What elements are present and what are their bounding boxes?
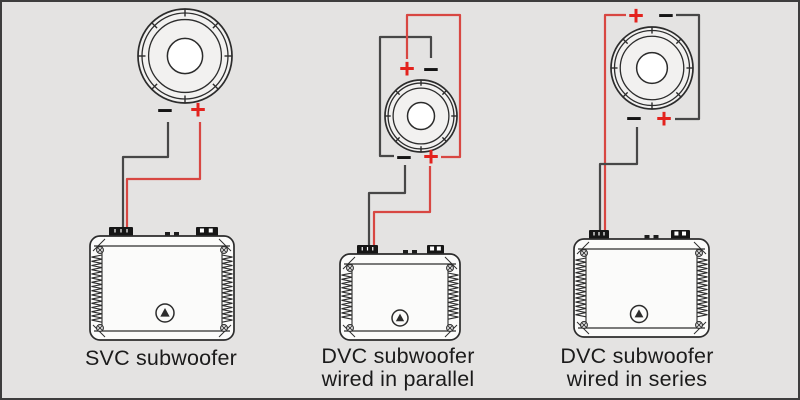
terminal-slot (208, 228, 213, 233)
corner-cap-seam (342, 256, 356, 270)
amp-logo-icon (391, 309, 409, 327)
dvc-parallel-top-negative-sign: − (423, 54, 439, 85)
parallel-wire-negative (367, 165, 407, 251)
dvc-series-subwoofer-speaker (610, 26, 694, 110)
top-panel-jack (412, 250, 417, 254)
speaker-mount-screw-tick (395, 90, 401, 96)
caption-dvc-parallel: DVC subwoofer wired in parallel (278, 345, 518, 390)
series-wire-negative (598, 127, 639, 235)
speaker-dust-cap (166, 37, 204, 75)
top-panel-jack (403, 250, 408, 254)
amp-logo-triangle (634, 309, 644, 318)
screw-slot (581, 322, 587, 328)
dvc-parallel-bottom-negative-sign: − (396, 142, 412, 173)
top-panel-jack (644, 235, 650, 239)
corner-cap-seam (693, 241, 707, 255)
caption-line: SVC subwoofer (85, 346, 237, 370)
svc-subwoofer-speaker (137, 8, 233, 104)
svc-wire-negative (121, 122, 170, 233)
speaker-mount-screw-tick (151, 83, 158, 90)
speaker-mount-screw-tick (622, 38, 629, 45)
heatsink-fins-left (341, 272, 353, 320)
screw-slot (447, 265, 453, 271)
corner-cap-seam (218, 238, 232, 252)
dvc-series-amplifier (573, 230, 710, 338)
amp-logo-triangle (160, 308, 170, 317)
amp-chassis (339, 253, 461, 341)
screw-slot (347, 265, 353, 271)
corner-cap-seam (444, 256, 458, 270)
terminal-slot (199, 228, 204, 233)
speaker-mount-screw-tick (675, 91, 682, 98)
screw-slot (447, 325, 453, 331)
terminal-slot (430, 246, 435, 251)
svc-amplifier (89, 227, 235, 341)
terminal-slot (682, 231, 687, 236)
screw-slot (347, 325, 353, 331)
caption-line: wired in series (566, 366, 708, 391)
dvc-series-top-positive-sign: + (628, 0, 644, 31)
dvc-series-top-negative-sign: − (658, 0, 674, 31)
dvc-series-bottom-positive-sign: + (656, 103, 672, 134)
speaker-dust-cap (406, 101, 436, 131)
dvc-series-bottom-negative-sign: − (626, 103, 642, 134)
speaker-mount-screw-tick (151, 22, 158, 29)
caption-line: DVC subwoofer (321, 344, 475, 368)
caption-svc-subwoofer: SVC subwoofer (41, 347, 281, 370)
amp-logo-icon (155, 303, 175, 323)
corner-cap-seam (92, 238, 106, 252)
screw-slot (97, 325, 103, 331)
speaker-surround (147, 18, 223, 94)
dvc-parallel-amplifier (339, 245, 461, 341)
speaker-mount-screw-tick (395, 136, 401, 142)
caption-line: wired in parallel (321, 366, 475, 391)
parallel-jumper-negative (378, 35, 433, 158)
screw-slot (696, 322, 702, 328)
svc-wire-positive (125, 122, 202, 233)
parallel-wire-positive (372, 166, 432, 251)
amp-logo-triangle (395, 313, 405, 322)
terminal-slot (674, 231, 679, 236)
series-jumper-negative (675, 13, 701, 121)
speaker-surround (392, 87, 450, 145)
caption-dvc-series: DVC subwoofer wired in series (517, 345, 757, 390)
dvc-parallel-top-positive-sign: + (399, 53, 415, 84)
series-wire-positive (603, 13, 626, 235)
corner-cap-seam (576, 241, 590, 255)
top-panel-jack (653, 235, 659, 239)
speaker-mount-screw-tick (441, 90, 447, 96)
svc-negative-terminal-sign: − (157, 95, 173, 126)
speaker-dust-cap (635, 51, 669, 85)
dvc-parallel-bottom-positive-sign: + (423, 141, 439, 172)
screw-slot (221, 325, 227, 331)
amp-logo-icon (629, 304, 649, 324)
speaker-mount-screw-tick (622, 91, 629, 98)
dvc-parallel-subwoofer-speaker (384, 79, 458, 153)
screw-slot (221, 247, 227, 253)
speaker-mount-screw-tick (212, 83, 219, 90)
caption-line: DVC subwoofer (560, 344, 714, 368)
screw-slot (696, 250, 702, 256)
screw-slot (97, 247, 103, 253)
amp-chassis (573, 238, 710, 338)
speaker-mount-screw-tick (441, 136, 447, 142)
terminal-slot (436, 246, 441, 251)
speaker-mount-screw-tick (212, 22, 219, 29)
top-panel-jack (165, 232, 170, 236)
screw-slot (581, 250, 587, 256)
speaker-surround (619, 35, 685, 101)
parallel-jumper-positive (405, 13, 462, 159)
svc-positive-terminal-sign: + (190, 94, 206, 125)
heatsink-fins-right (447, 272, 459, 320)
amp-chassis (89, 235, 235, 341)
top-panel-jack (174, 232, 179, 236)
speaker-mount-screw-tick (675, 38, 682, 45)
